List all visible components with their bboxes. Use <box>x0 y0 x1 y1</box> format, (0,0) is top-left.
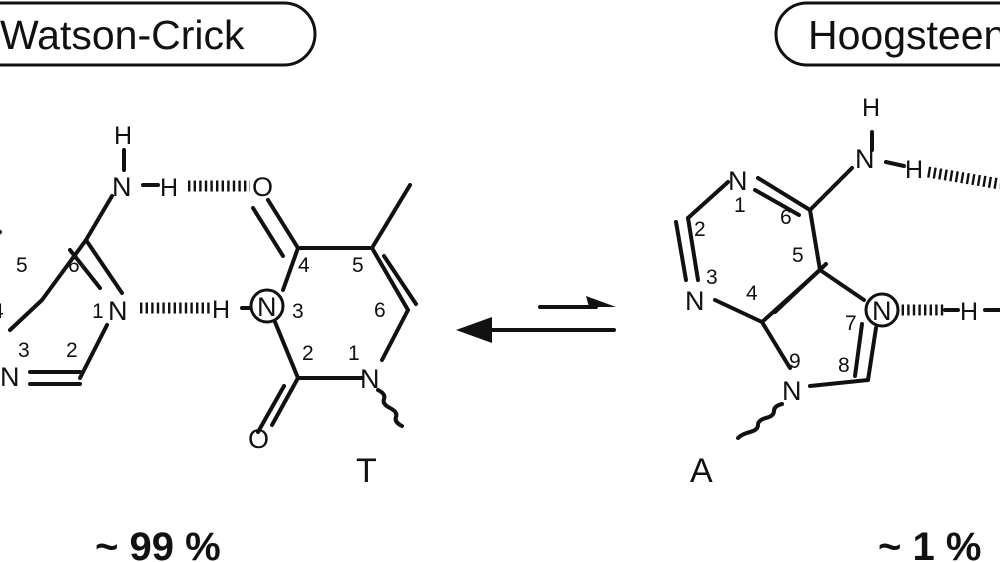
hg-a-n9-atom: N <box>782 376 802 406</box>
hg-percentage: ~ 1 % <box>878 525 981 562</box>
wc-a-n1-atom: N <box>108 296 128 326</box>
hg-a-num5: 5 <box>792 244 804 267</box>
wc-t-h3-atom: H <box>212 296 230 324</box>
watson-crick-title: Watson-Crick <box>0 12 245 58</box>
watson-crick-title-box <box>0 1 317 67</box>
hg-a-num6: 6 <box>780 206 792 229</box>
wc-t-o2-atom: O <box>248 424 269 454</box>
wc-t-num1: 1 <box>348 342 360 365</box>
wc-t-o4-atom: O <box>252 172 273 202</box>
equilibrium-arrows <box>456 296 616 343</box>
hg-partner-h-atom: H <box>960 298 978 326</box>
hoogsteen-title-box <box>774 1 1000 67</box>
wc-t-num6: 6 <box>374 299 386 322</box>
wc-t-num5: 5 <box>352 254 364 277</box>
hg-a-n7-atom: N <box>872 296 892 326</box>
wc-t-n3-atom: N <box>257 292 277 322</box>
hg-a-h6b-atom: H <box>905 156 923 184</box>
hg-a-num8: 8 <box>838 354 850 377</box>
wc-t-n1-atom: N <box>360 364 380 394</box>
wc-t-num2: 2 <box>302 342 314 365</box>
wc-a-num5: 5 <box>16 254 28 277</box>
wc-adenine <box>0 148 160 386</box>
hg-a-num3: 3 <box>706 266 718 289</box>
hg-a-n6-atom: N <box>855 144 875 174</box>
hg-a-h6a-atom: H <box>862 94 880 122</box>
wc-a-num6: 6 <box>68 254 80 277</box>
wc-t-num4: 4 <box>298 254 310 277</box>
wc-percentage: ~ 99 % <box>95 525 221 562</box>
hg-a-num7: 7 <box>845 312 857 335</box>
hg-hbond-n6h <box>927 166 1000 190</box>
wc-t-n3-circle <box>249 288 285 324</box>
wc-a-n6-atom: N <box>112 172 132 202</box>
hg-a-n1-atom: N <box>728 166 748 196</box>
wc-a-h6a-atom: H <box>114 122 132 150</box>
wc-a-num4: 4 <box>0 300 4 323</box>
wc-t-num3: 3 <box>292 300 304 323</box>
wc-thymine <box>240 183 418 434</box>
hg-a-num2: 2 <box>694 218 706 241</box>
wc-a-num1: 1 <box>92 300 104 323</box>
hg-a-num9: 9 <box>789 350 801 373</box>
hg-a-base-label: A <box>690 452 713 490</box>
hg-a-n7-circle <box>864 292 900 328</box>
wc-a-num3: 3 <box>18 339 30 362</box>
hg-a-n3-atom: N <box>685 286 705 316</box>
wc-a-n3-atom: N <box>0 362 20 392</box>
hg-a-num4: 4 <box>746 282 758 305</box>
wc-a-h6b-atom: H <box>160 174 178 202</box>
hg-a-num1: 1 <box>734 194 746 217</box>
hg-adenine <box>674 130 1000 440</box>
wc-a-num2: 2 <box>66 339 78 362</box>
hoogsteen-title: Hoogsteen <box>808 12 1000 58</box>
wc-t-base-label: T <box>356 452 377 490</box>
